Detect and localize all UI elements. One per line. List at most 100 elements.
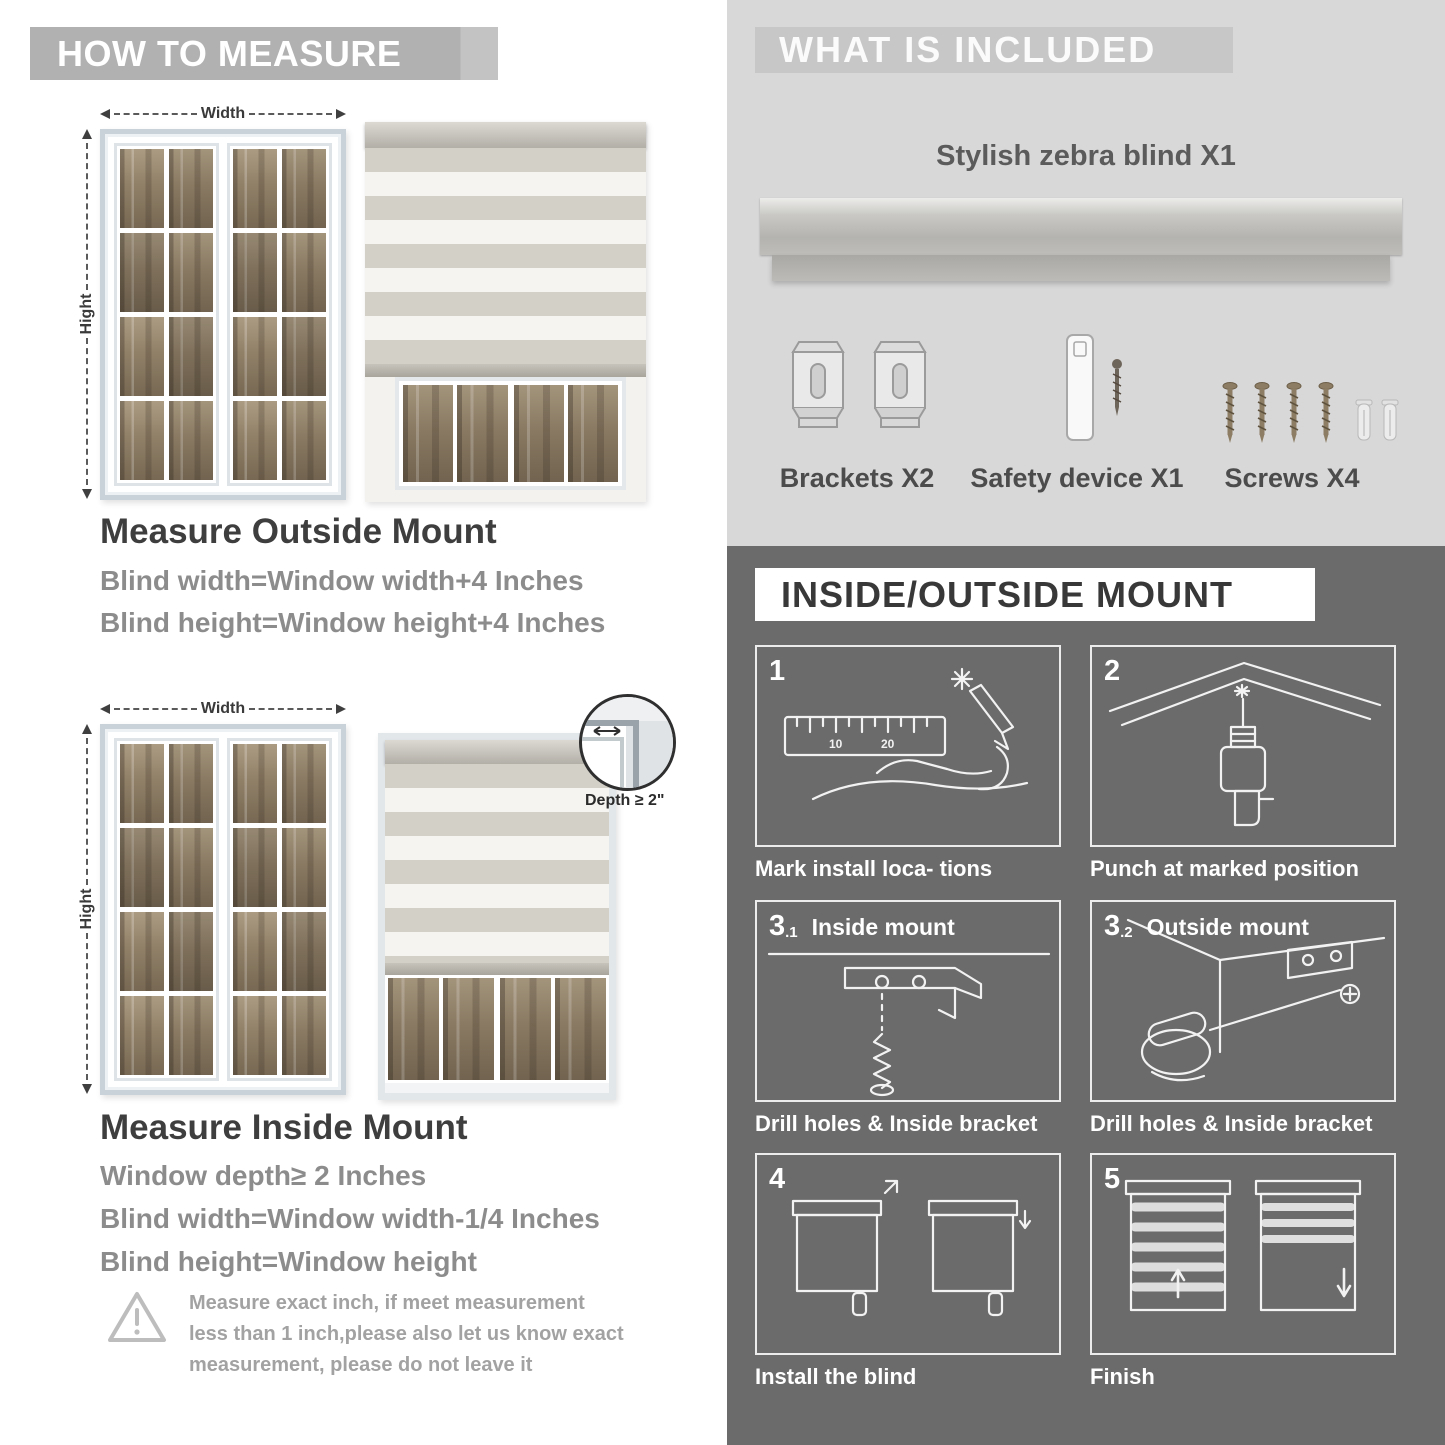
step-5: 5 Finish bbox=[1090, 1153, 1396, 1390]
outside-height-formula: Blind height=Window height+4 Inches bbox=[100, 607, 606, 638]
window-sash bbox=[114, 143, 219, 486]
window-pane bbox=[120, 317, 164, 396]
blind-bottomrail bbox=[365, 364, 646, 377]
bracket-icon bbox=[873, 341, 927, 428]
window-pane bbox=[169, 401, 213, 480]
brackets-label: Brackets X2 bbox=[779, 463, 935, 493]
arrow-right-icon bbox=[336, 109, 346, 119]
window-sash bbox=[227, 143, 332, 486]
window-sash bbox=[114, 738, 219, 1081]
outside-mount-blind-figure bbox=[365, 122, 646, 502]
window-sash bbox=[513, 385, 618, 482]
safety-device-label: Safety device X1 bbox=[970, 463, 1184, 493]
width-label: Width bbox=[200, 700, 246, 717]
window-pane bbox=[120, 233, 164, 312]
arrow-right-icon bbox=[82, 724, 92, 734]
arrow-left-icon bbox=[82, 1084, 92, 1094]
window-sash bbox=[403, 385, 508, 482]
step-3-1-caption: Drill holes & Inside bracket bbox=[755, 1111, 1038, 1136]
depth-detail-circle bbox=[579, 694, 676, 791]
arrow-left-icon bbox=[82, 489, 92, 499]
bracket-icon bbox=[791, 341, 845, 428]
arrow-right-icon bbox=[336, 704, 346, 714]
step-1-panel: 1 10 20 bbox=[755, 645, 1061, 847]
window-pane bbox=[282, 233, 326, 312]
window-pane bbox=[169, 912, 213, 991]
install-blind-illustration bbox=[791, 1179, 1032, 1317]
window-pane bbox=[169, 317, 213, 396]
step-1-caption: Mark install loca- tions bbox=[755, 856, 993, 881]
window-sash bbox=[500, 978, 606, 1080]
blind-product-label: Stylish zebra blind X1 bbox=[936, 140, 1236, 172]
zebra-stripes bbox=[385, 764, 609, 963]
step-3-2-caption: Drill holes & Inside bracket bbox=[1090, 1111, 1373, 1136]
inside-width-formula: Blind width=Window width-1/4 Inches bbox=[100, 1203, 600, 1234]
step-3-2-panel: 3.2 Outside mount bbox=[1090, 900, 1396, 1102]
width-dimension-arrow: Width bbox=[100, 105, 346, 123]
window-pane bbox=[120, 401, 164, 480]
step-3-2: 3.2 Outside mount Drill holes bbox=[1090, 900, 1396, 1137]
mount-header: INSIDE/OUTSIDE MOUNT bbox=[755, 568, 1315, 621]
window-pane bbox=[282, 912, 326, 991]
window-pane bbox=[567, 385, 618, 482]
inside-mount-window-figure: Width Hight bbox=[78, 700, 346, 1098]
window-pane bbox=[500, 978, 551, 1080]
step-number: 2 bbox=[1104, 655, 1121, 687]
how-to-measure-header: HOW TO MEASURE bbox=[30, 27, 498, 80]
zebra-stripes bbox=[365, 148, 646, 364]
svg-text:20: 20 bbox=[881, 737, 895, 751]
width-label: Width bbox=[200, 105, 246, 122]
window-pane bbox=[120, 149, 164, 228]
warning-text: Measure exact inch, if meet measurement … bbox=[189, 1292, 624, 1376]
blind-bottomrail bbox=[385, 963, 609, 975]
arrow-left-icon bbox=[100, 704, 110, 714]
window-bottom-visible bbox=[385, 975, 609, 1083]
step-number: 5 bbox=[1104, 1163, 1121, 1195]
blind-headrail bbox=[365, 122, 646, 148]
height-label: Hight bbox=[78, 293, 95, 335]
window-sash bbox=[388, 978, 494, 1080]
step-2-panel: 2 bbox=[1090, 645, 1396, 847]
step-number: 3 bbox=[769, 910, 786, 942]
window-pane bbox=[120, 996, 164, 1075]
screw-icon bbox=[1318, 382, 1334, 443]
window-pane bbox=[282, 828, 326, 907]
window-pane bbox=[120, 828, 164, 907]
window-bottom-visible bbox=[395, 377, 626, 490]
inside-bracket-illustration bbox=[767, 952, 1051, 1097]
window-sill bbox=[385, 1083, 609, 1093]
window-pane bbox=[403, 385, 454, 482]
step-4-caption: Install the blind bbox=[755, 1364, 917, 1389]
outside-mount-title: Measure Outside Mount bbox=[100, 512, 497, 551]
window-pane bbox=[233, 744, 277, 823]
window-pane bbox=[169, 233, 213, 312]
inside-height-formula: Blind height=Window height bbox=[100, 1246, 477, 1277]
outside-mount-window-figure: Width Hight bbox=[78, 105, 346, 503]
step-2: 2 Punch at marked position bbox=[1090, 645, 1396, 882]
window-pane bbox=[282, 744, 326, 823]
window-pane bbox=[120, 912, 164, 991]
arrow-left-icon bbox=[100, 109, 110, 119]
window-corner-detail bbox=[582, 697, 673, 788]
window-pane bbox=[233, 912, 277, 991]
window-pane bbox=[282, 401, 326, 480]
screws-image bbox=[1222, 382, 1334, 444]
window-pane bbox=[388, 978, 439, 1080]
window-pane bbox=[457, 385, 508, 482]
drill-illustration bbox=[1108, 661, 1382, 827]
step-title: Outside mount bbox=[1146, 914, 1309, 940]
blind-headrail bbox=[385, 740, 609, 764]
window-pane bbox=[169, 828, 213, 907]
window-pane bbox=[169, 744, 213, 823]
window-pane bbox=[555, 978, 606, 1080]
window-pane bbox=[169, 149, 213, 228]
screw-icon bbox=[1286, 382, 1302, 443]
inside-depth-formula: Window depth≥ 2 Inches bbox=[100, 1160, 427, 1191]
step-number: 4 bbox=[769, 1163, 786, 1195]
outside-bracket-illustration bbox=[1126, 918, 1386, 1082]
window-illustration bbox=[100, 724, 346, 1095]
screw-icon bbox=[1254, 382, 1270, 443]
svg-text:10: 10 bbox=[829, 737, 843, 751]
inside-mount-blind-figure: Depth ≥ 2" bbox=[378, 694, 676, 1100]
window-pane bbox=[120, 744, 164, 823]
